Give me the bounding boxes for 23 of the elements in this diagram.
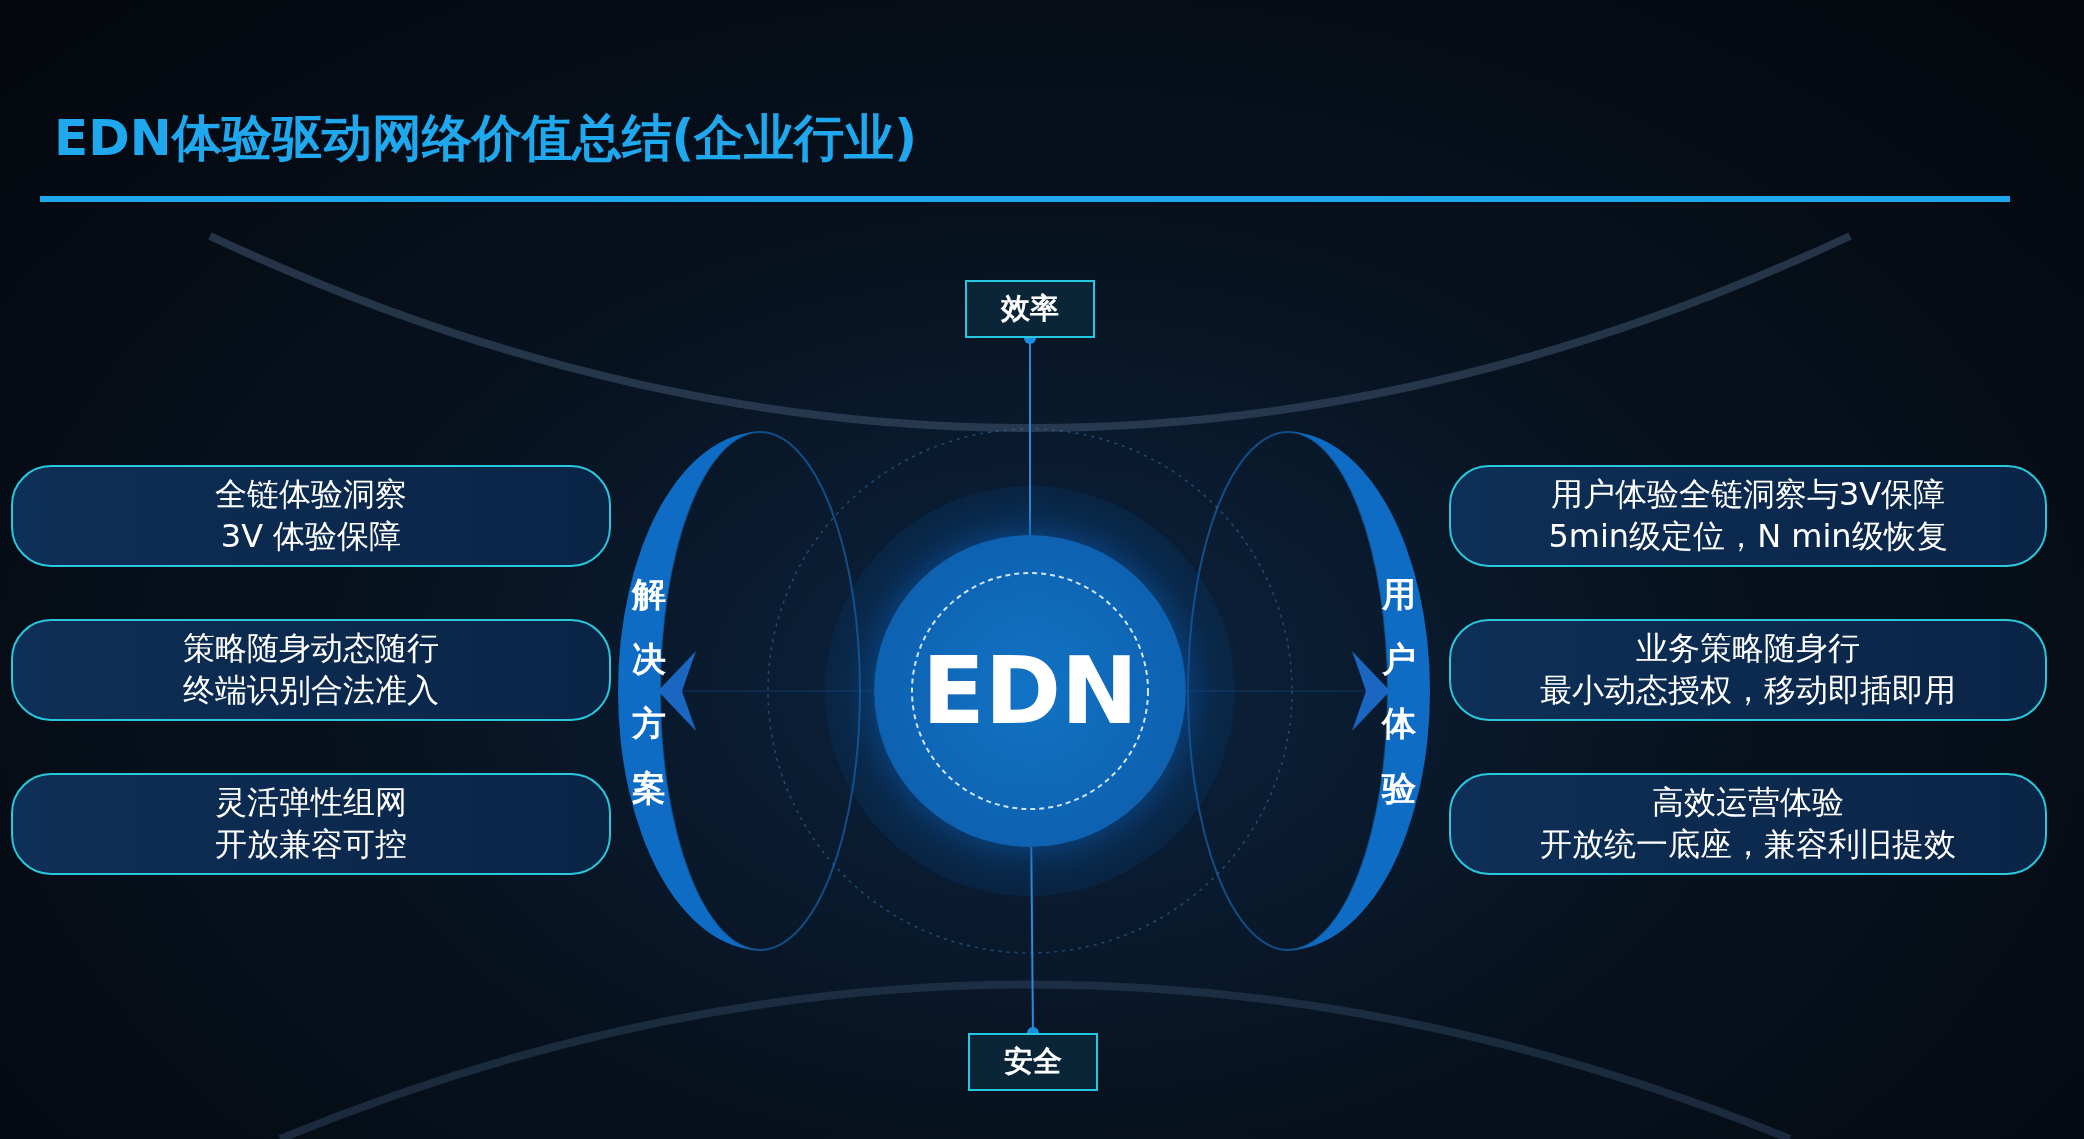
pill-text: 业务策略随身行 xyxy=(1636,628,1860,670)
pill-text: 开放兼容可控 xyxy=(215,824,407,865)
pill-text: 策略随身动态随行 xyxy=(183,628,439,670)
pill-text: 5min级定位，N min级恢复 xyxy=(1548,516,1948,557)
chevron-arrow xyxy=(658,651,875,731)
feature-pill xyxy=(1449,773,2047,875)
feature-pill xyxy=(11,773,611,875)
pill-text: 最小动态授权，移动即插即用 xyxy=(1540,670,1956,711)
pill-text: 高效运营体验 xyxy=(1652,782,1844,824)
pill-text: 灵活弹性组网 xyxy=(215,782,407,824)
pill-text: 全链体验洞察 xyxy=(215,474,407,516)
pill-text: 终端识别合法准入 xyxy=(183,670,439,711)
feature-pill xyxy=(11,619,611,721)
feature-pill xyxy=(1449,465,2047,567)
feature-pill xyxy=(1449,619,2047,721)
label-tag: 安全 xyxy=(968,1033,1098,1091)
label-tag: 效率 xyxy=(965,280,1095,338)
core-label: EDN xyxy=(921,637,1139,745)
pill-text: 3V 体验保障 xyxy=(220,516,402,557)
slide-title: EDN体验驱动网络价值总结(企业行业) xyxy=(54,108,918,169)
pill-text: 用户体验全链洞察与3V保障 xyxy=(1550,474,1946,516)
feature-pill xyxy=(11,465,611,567)
pill-text: 开放统一底座，兼容利旧提效 xyxy=(1540,824,1956,865)
